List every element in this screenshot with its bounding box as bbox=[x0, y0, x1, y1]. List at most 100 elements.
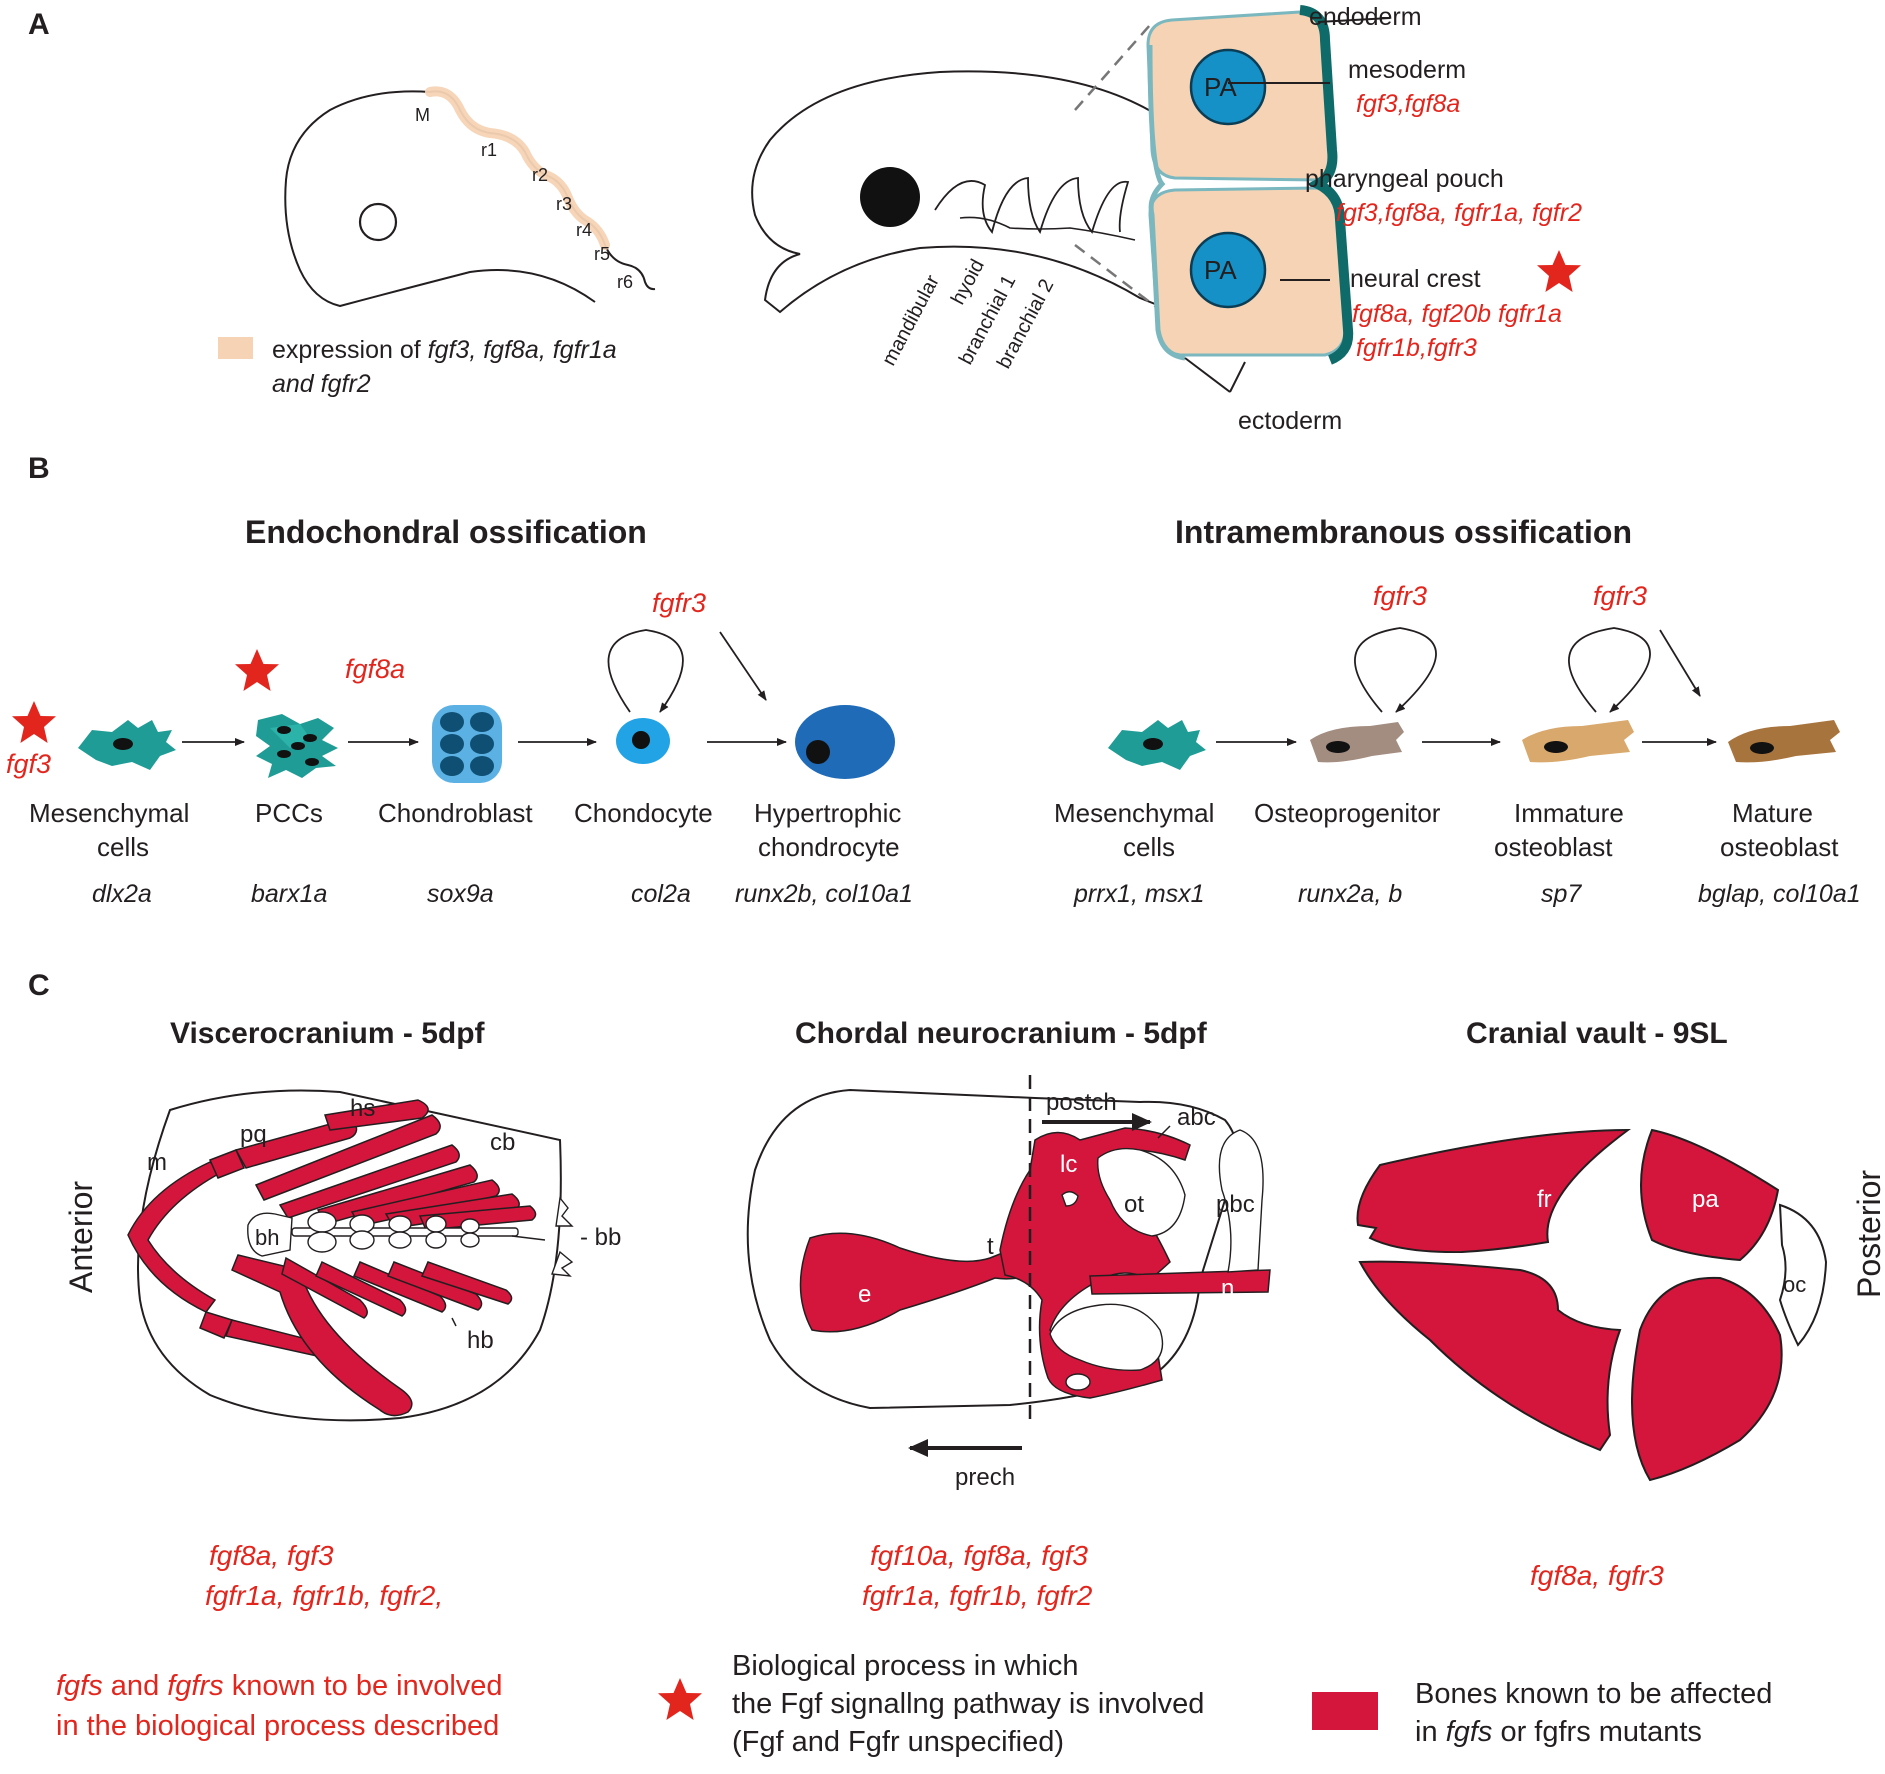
panel-c-letter: C bbox=[28, 969, 50, 1002]
intra-cell-2-gene: runx2a, b bbox=[1298, 880, 1402, 908]
vault-genes: fgf8a, fgfr3 bbox=[1530, 1560, 1664, 1591]
neural-crest-star-icon bbox=[1537, 250, 1581, 292]
neuro-label-lc: lc bbox=[1060, 1151, 1077, 1178]
visc-genes-2: fgfr1a, fgfr1b, fgfr2, bbox=[205, 1580, 443, 1611]
intra-cell-2-line1: Osteoprogenitor bbox=[1254, 798, 1441, 828]
fgf3-label: fgf3 bbox=[6, 749, 51, 779]
expression-legend-line2: and fgfr2 bbox=[272, 370, 371, 398]
mesoderm-label: mesoderm bbox=[1348, 56, 1466, 84]
label-r1: r1 bbox=[481, 140, 497, 160]
intramembranous-title: Intramembranous ossification bbox=[1175, 514, 1632, 550]
eye-circle bbox=[358, 202, 398, 242]
mesoderm-genes: fgf3,fgf8a bbox=[1356, 90, 1460, 118]
fgfr3-intra-label-2: fgfr3 bbox=[1593, 581, 1647, 611]
legend-right-line1: Bones known to be affected bbox=[1415, 1678, 1772, 1710]
neuro-label-e: e bbox=[858, 1281, 871, 1308]
pa-label-2: PA bbox=[1204, 255, 1237, 285]
neuro-label-postch: postch bbox=[1046, 1089, 1117, 1116]
legend-mid-line1: Biological process in which bbox=[732, 1650, 1079, 1682]
intra-cell-3-line2: osteoblast bbox=[1494, 832, 1613, 862]
endo-cell-1-gene: dlx2a bbox=[92, 880, 152, 908]
panel-b-letter: B bbox=[28, 452, 50, 485]
ectoderm-label: ectoderm bbox=[1238, 407, 1342, 435]
neuro-label-pbc: pbc bbox=[1216, 1191, 1255, 1218]
arch-hyoid-label: hyoid bbox=[947, 256, 989, 309]
neural-crest-genes-2: fgfr1b,fgfr3 bbox=[1356, 334, 1477, 362]
cranial-vault-title: Cranial vault - 9SL bbox=[1466, 1017, 1728, 1050]
embryo-arch-diagram bbox=[751, 24, 1191, 314]
intra-cell-1-line2: cells bbox=[1123, 832, 1175, 862]
chondroblast-cells bbox=[432, 705, 502, 783]
fgfr3-endo-label: fgfr3 bbox=[652, 588, 706, 618]
anterior-label: Anterior bbox=[63, 1181, 99, 1293]
vault-label-pa: pa bbox=[1692, 1186, 1719, 1213]
mature-osteoblast-cell bbox=[1728, 720, 1840, 763]
legend-left-line2: in the biological process described bbox=[56, 1710, 499, 1742]
chondrocyte-cell bbox=[616, 718, 670, 764]
legend-bone-swatch bbox=[1312, 1692, 1378, 1730]
pouch-label: pharyngeal pouch bbox=[1305, 165, 1504, 193]
neuro-label-pc: pc bbox=[1096, 1309, 1121, 1336]
vault-label-fr: fr bbox=[1537, 1186, 1552, 1213]
endochondral-title: Endochondral ossification bbox=[245, 514, 647, 550]
viscerocranium-diagram bbox=[127, 1089, 574, 1422]
intra-cell-1-line1: Mesenchymal bbox=[1054, 798, 1214, 828]
expression-legend-line1: expression of fgf3, fgf8a, fgfr1a bbox=[272, 336, 617, 364]
visc-label-m: m bbox=[147, 1149, 167, 1176]
pouch-genes: fgf3,fgf8a, fgfr1a, fgfr2 bbox=[1336, 199, 1582, 227]
fgf8a-label: fgf8a bbox=[345, 654, 405, 684]
endo-cell-4-gene: col2a bbox=[631, 880, 691, 908]
arch-mandibular-label: mandibular bbox=[878, 271, 944, 369]
label-r6: r6 bbox=[617, 272, 633, 292]
label-r4: r4 bbox=[576, 220, 592, 240]
visc-label-cb: cb bbox=[490, 1129, 515, 1156]
cranial-vault-diagram bbox=[1356, 1128, 1828, 1482]
neuro-label-ot: ot bbox=[1124, 1191, 1144, 1218]
neural-crest-genes-1: fgf8a, fgf20b fgfr1a bbox=[1352, 300, 1562, 328]
endo-cell-1-line2: cells bbox=[97, 832, 149, 862]
label-r2: r2 bbox=[532, 165, 548, 185]
intra-cell-4-line1: Mature bbox=[1732, 798, 1813, 828]
visc-label-bh: bh bbox=[255, 1225, 279, 1250]
endo-cell-5-line1: Hypertrophic bbox=[754, 798, 901, 828]
neuro-genes-2: fgfr1a, fgfr1b, fgfr2 bbox=[862, 1580, 1093, 1611]
neuro-label-t: t bbox=[987, 1233, 994, 1260]
fgfr3-intra-label-1: fgfr3 bbox=[1373, 581, 1427, 611]
posterior-label: Posterior bbox=[1851, 1170, 1885, 1298]
visc-label-hs: hs bbox=[350, 1095, 375, 1122]
intra-cell-4-gene: bglap, col10a1 bbox=[1698, 880, 1861, 908]
label-m: M bbox=[415, 105, 430, 125]
intra-cell-3-gene: sp7 bbox=[1541, 880, 1582, 908]
visc-label-hb: hb bbox=[467, 1327, 494, 1354]
legend-mid-line2: the Fgf signallng pathway is involved bbox=[732, 1688, 1204, 1720]
expression-swatch bbox=[218, 337, 253, 359]
neuro-label-abc: abc bbox=[1177, 1104, 1216, 1131]
legend-right-line2: in fgfs or fgfrs mutants bbox=[1415, 1716, 1702, 1748]
intra-cell-1-gene: prrx1, msx1 bbox=[1073, 880, 1205, 908]
pcc-star-icon bbox=[235, 649, 279, 691]
process-arrows bbox=[182, 627, 1717, 746]
endo-cell-1-line1: Mesenchymal bbox=[29, 798, 189, 828]
legend-left-line1: fgfs and fgfrs known to be involved bbox=[56, 1670, 503, 1702]
pharyngeal-arch-zoom bbox=[1146, 5, 1391, 393]
endo-cell-2-line1: PCCs bbox=[255, 798, 323, 828]
visc-label-pq: pq bbox=[240, 1121, 267, 1148]
legend-mid-line3: (Fgf and Fgfr unspecified) bbox=[732, 1726, 1064, 1758]
viscerocranium-title: Viscerocranium - 5dpf bbox=[170, 1017, 486, 1050]
legend-star-icon bbox=[658, 1678, 702, 1720]
intra-cell-4-line2: osteoblast bbox=[1720, 832, 1839, 862]
pa-label-1: PA bbox=[1204, 72, 1237, 102]
endo-cell-4-line1: Chondocyte bbox=[574, 798, 713, 828]
embryo-rhombomere-diagram bbox=[284, 86, 656, 308]
immature-osteoblast-cell bbox=[1522, 720, 1634, 763]
panel-a-letter: A bbox=[28, 8, 50, 41]
neuro-label-n: n bbox=[1221, 1275, 1234, 1302]
mesenchymal-star-icon bbox=[12, 701, 56, 743]
endo-cell-3-gene: sox9a bbox=[427, 880, 494, 908]
endoderm-label: endoderm bbox=[1309, 3, 1422, 31]
hypertrophic-chondrocyte-cell bbox=[795, 705, 895, 779]
neuro-label-prech: prech bbox=[955, 1464, 1015, 1491]
mesenchymal-cell-endo bbox=[78, 720, 176, 770]
neural-crest-label: neural crest bbox=[1350, 265, 1481, 293]
